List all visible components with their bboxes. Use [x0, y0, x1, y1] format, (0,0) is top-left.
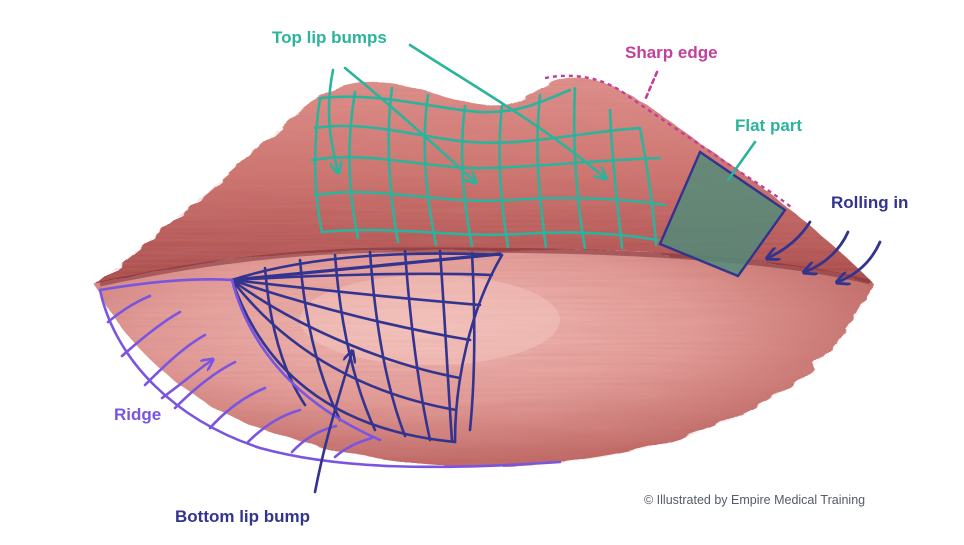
- flat-part-label: Flat part: [735, 116, 803, 135]
- top-bumps-arrow-1: [327, 68, 338, 172]
- top-lip-grid: [310, 86, 667, 250]
- bottom-lip-grid: [230, 249, 504, 444]
- illustration-credit: © Illustrated by Empire Medical Training: [644, 493, 866, 507]
- bottom-lip-bump-label: Bottom lip bump: [175, 507, 311, 526]
- sharp-edge-label: Sharp edge: [625, 43, 718, 62]
- top-bumps-arrow-3: [408, 43, 605, 178]
- ridge-lines: [98, 278, 562, 469]
- sharp-edge-line: [544, 74, 793, 209]
- ridge-label: Ridge: [114, 405, 162, 424]
- rolling-in-arrows: [768, 220, 882, 282]
- top-bumps-arrow-2: [343, 66, 475, 182]
- flat-part-region: [658, 150, 787, 278]
- rolling-in-arrow-2: [805, 230, 850, 272]
- lower-lip: [95, 248, 872, 467]
- rolling-in-label: Rolling in: [831, 193, 909, 212]
- sharp-edge-arrow: [643, 70, 659, 102]
- flat-part-arrow: [726, 140, 757, 182]
- top-lip-bumps-label: Top lip bumps: [272, 28, 387, 47]
- rolling-in-arrow-1: [768, 220, 812, 258]
- lip-seam: [99, 247, 871, 287]
- bottom-bump-arrow: [313, 352, 352, 494]
- label-leaders: [160, 43, 757, 494]
- rolling-in-arrow-3: [838, 240, 882, 282]
- ridge-arrow: [160, 360, 212, 400]
